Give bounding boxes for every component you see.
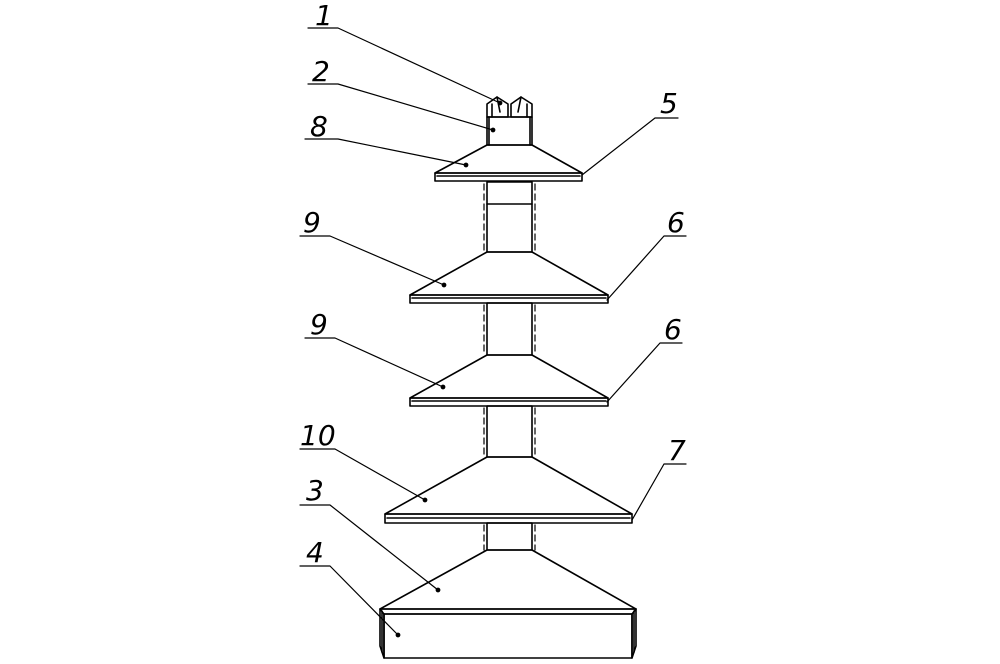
callout-2-label: 2 bbox=[312, 55, 330, 88]
top-connector bbox=[487, 97, 532, 117]
callout-10-label: 10 bbox=[300, 419, 336, 452]
shelf-middle-upper bbox=[410, 252, 608, 303]
callout-1-label: 1 bbox=[315, 0, 333, 32]
column-segment-2 bbox=[487, 303, 532, 355]
callout-8-label: 8 bbox=[310, 110, 328, 143]
callout-3-label: 3 bbox=[306, 474, 324, 507]
callout-9-lower-label: 9 bbox=[310, 308, 328, 341]
callout-6-lower-label: 6 bbox=[664, 313, 682, 346]
callout-4-label: 4 bbox=[306, 536, 324, 569]
shelf-top bbox=[435, 145, 582, 181]
callout-9-upper-label: 9 bbox=[303, 206, 321, 239]
column-segment-4 bbox=[487, 523, 532, 550]
callout-6-upper-label: 6 bbox=[667, 206, 685, 239]
leader-lines bbox=[300, 28, 686, 638]
central-column bbox=[484, 182, 535, 550]
callout-5-label: 5 bbox=[660, 87, 678, 120]
shelf-middle-lower bbox=[410, 355, 608, 406]
callout-7-label: 7 bbox=[668, 434, 686, 467]
base-shelf bbox=[380, 550, 636, 614]
column-segment-1 bbox=[487, 182, 532, 252]
base-box bbox=[380, 609, 636, 658]
callout-labels: 1 2 8 5 9 6 9 6 10 7 3 4 bbox=[300, 0, 686, 569]
shelf-lower-large bbox=[385, 457, 632, 523]
column-segment-3 bbox=[487, 406, 532, 457]
